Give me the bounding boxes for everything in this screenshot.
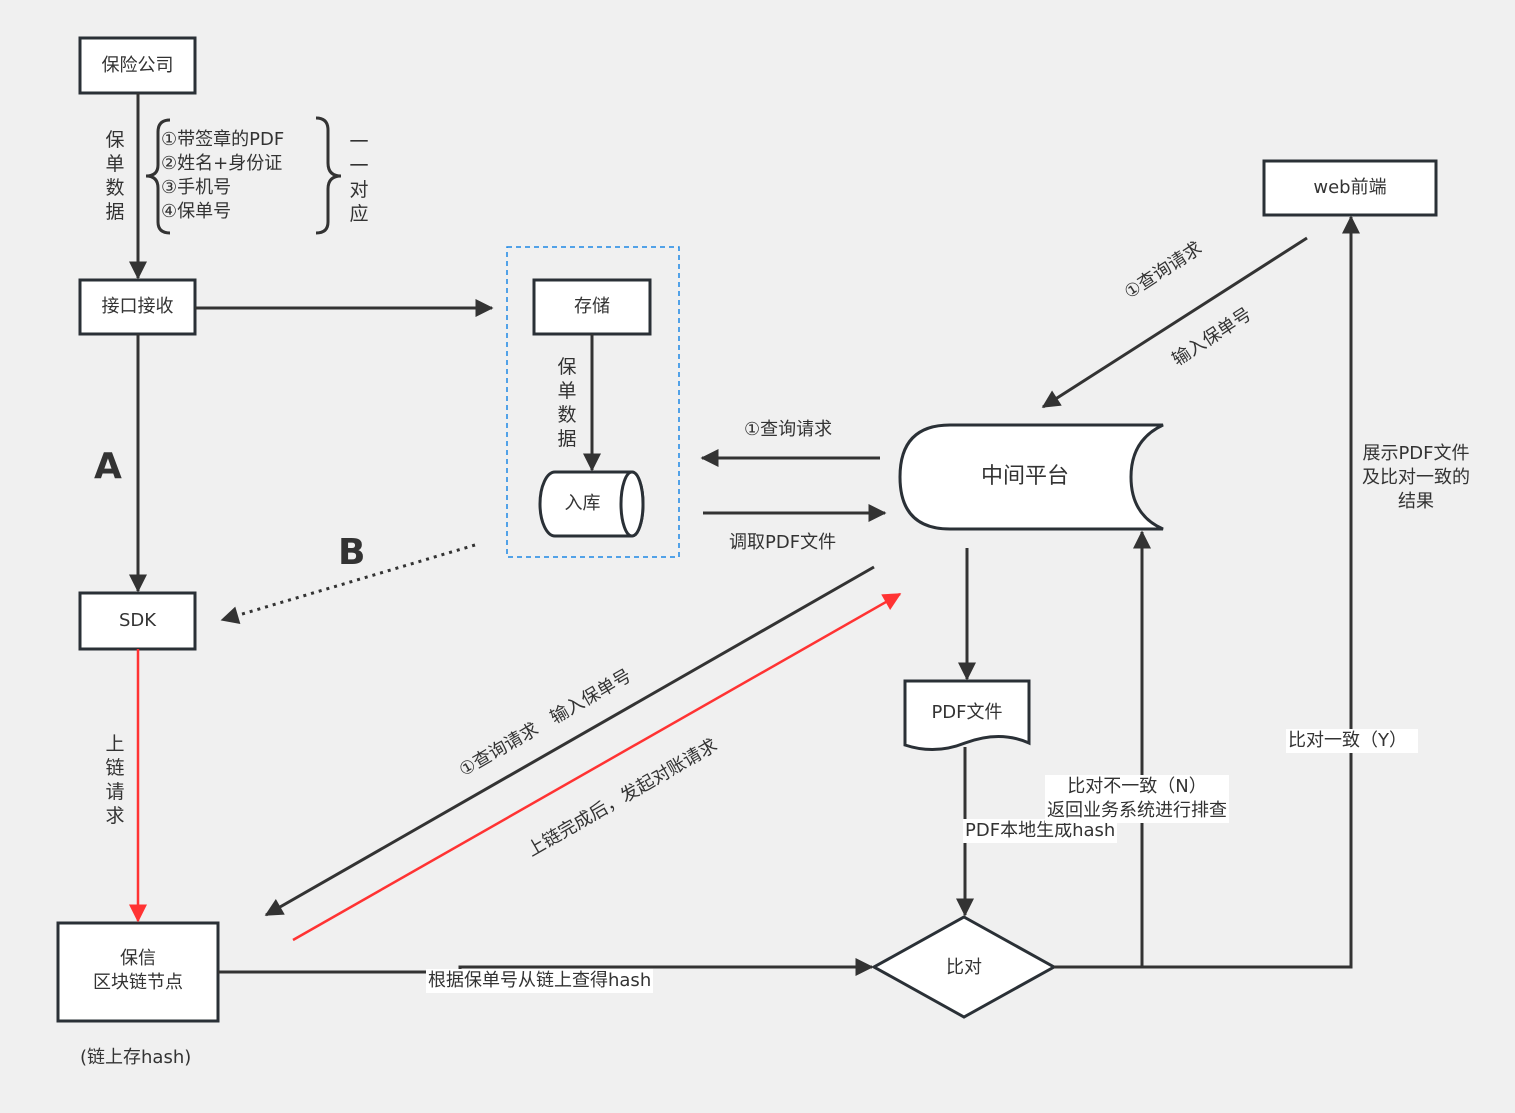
policy-item: ④保单号 (161, 201, 232, 222)
path-b-label: B (338, 532, 366, 573)
mismatch-line1: 比对不一致（N） (1067, 776, 1207, 797)
interface-label: 接口接收 (101, 296, 174, 317)
storage-group (506, 246, 680, 558)
platform-to-blockchain-query-arrow (264, 565, 875, 917)
database-label: 入库 (564, 493, 601, 514)
match-label: 比对一致（Y） (1286, 729, 1418, 753)
compare-label: 比对 (946, 957, 982, 978)
pdf-local-hash-label: PDF本地生成hash (963, 819, 1118, 843)
path-a-label: A (94, 446, 122, 487)
mismatch-label: 比对不一致（N） 返回业务系统进行排查 (1045, 775, 1229, 823)
one-to-one-label: 一一对应 (349, 131, 369, 225)
right-brace (315, 116, 342, 235)
compare-mismatch-arrow (1054, 530, 1151, 969)
show-result-line2: 及比对一致的 (1362, 467, 1470, 488)
blockchain-node-box[interactable] (56, 921, 220, 1023)
web-frontend-label: web前端 (1313, 177, 1387, 198)
pdf-file-label: PDF文件 (931, 702, 1003, 723)
web-to-platform-query-arrow (1041, 236, 1308, 409)
compare-diamond[interactable] (870, 915, 1058, 1019)
policy-data-label-left: 保单数据 (105, 129, 125, 223)
policy-item: ②姓名+身份证 (161, 153, 283, 174)
left-brace (145, 118, 171, 235)
chain-request-label: 上链请求 (105, 733, 125, 827)
policy-items-list: ①带签章的PDF ②姓名+身份证 ③手机号 ④保单号 (161, 128, 284, 224)
hash-lookup-label: 根据保单号从链上查得hash (426, 969, 654, 993)
policy-item: ③手机号 (161, 177, 232, 198)
pdf-file-shape[interactable] (903, 679, 1031, 751)
show-result-label: 展示PDF文件 及比对一致的 结果 (1356, 442, 1476, 514)
sdk-label: SDK (118, 610, 157, 631)
query-request-left-label: ①查询请求 (744, 419, 833, 440)
insurer-label: 保险公司 (101, 54, 174, 76)
middle-platform-label: 中间平台 (980, 464, 1069, 489)
middle-platform-shape[interactable] (898, 423, 1164, 531)
show-result-line1: 展示PDF文件 (1362, 443, 1470, 464)
mismatch-line2: 返回业务系统进行排查 (1047, 800, 1227, 821)
sdk-box[interactable] (78, 591, 197, 651)
blockchain-node-line1: 保信 (120, 948, 156, 969)
blockchain-node-line2: 区块链节点 (93, 972, 183, 993)
blockchain-to-platform-reconcile-arrow (292, 592, 902, 942)
blockchain-note: (链上存hash) (80, 1047, 192, 1068)
show-result-line3: 结果 (1398, 491, 1434, 512)
fetch-pdf-label: 调取PDF文件 (729, 532, 837, 553)
policy-item: ①带签章的PDF (161, 129, 285, 150)
compare-match-arrow (1142, 215, 1360, 969)
policy-data-label-storage: 保单数据 (557, 356, 577, 450)
web-frontend-box[interactable] (1262, 159, 1438, 217)
database-cylinder[interactable] (538, 470, 645, 538)
blockchain-node-label: 保信 区块链节点 (58, 947, 218, 995)
storage-label: 存储 (574, 296, 610, 317)
